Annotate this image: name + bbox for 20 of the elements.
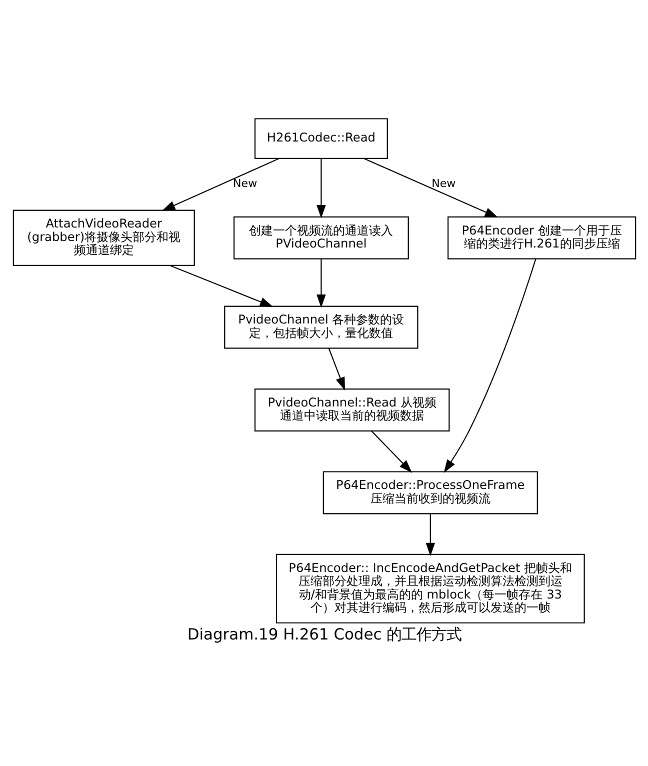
edge-label: New [232, 176, 257, 190]
node-box: PvideoChannel::Read 从视频通道中读取当前的视频数据 [254, 388, 450, 431]
node-box: PvideoChannel 各种参数的设定，包括帧大小，量化数值 [224, 305, 418, 348]
arrow [443, 258, 536, 472]
arrow [370, 430, 412, 472]
node-box: P64Encoder:: IncEncodeAndGetPacket 把帧头和压缩部分处理成，并且根据运动检测算法检测到运动/和背景值为最高的的 mblock（每一帧存在 33 个）对其进行编码，然后形成可以发送的一帧 [275, 553, 584, 623]
arrow [316, 258, 326, 308]
arrow [316, 158, 326, 218]
node-box: H261Codec::Read [254, 118, 388, 159]
node-box: AttachVideoReader (grabber)将摄像头部分和视频通道绑定 [12, 209, 194, 266]
node-box: 创建一个视频流的通道读入PVideoChannel [232, 216, 408, 259]
caption: Diagram.19 H.261 Codec 的工作方式 [186, 625, 462, 644]
arrow [425, 513, 435, 556]
arrow [161, 158, 278, 210]
edge-label: New [431, 176, 456, 190]
node-box: P64Encoder 创建一个用于压缩的类进行H.261的同步压缩 [447, 216, 636, 259]
arrow [328, 348, 345, 390]
node-box: P64Encoder::ProcessOneFrame 压缩当前收到的视频流 [322, 470, 538, 514]
arrow [169, 264, 273, 306]
arrow [364, 158, 498, 218]
